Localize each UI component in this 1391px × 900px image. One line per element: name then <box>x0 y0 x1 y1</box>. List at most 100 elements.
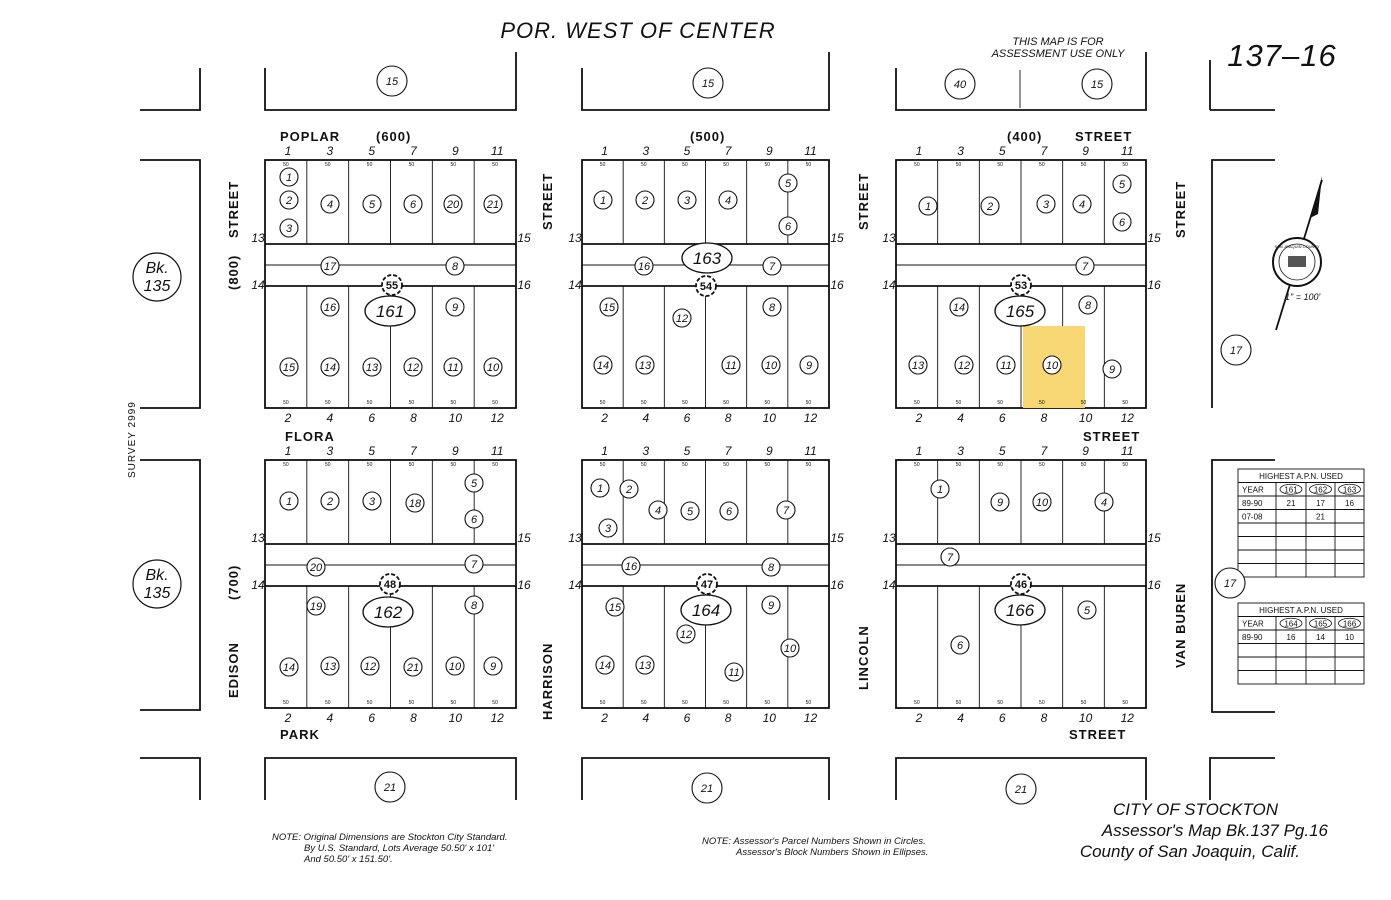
lot-bottom-1-1-4: 10 <box>763 711 777 725</box>
lot-bottom-1-0-3: 8 <box>725 411 732 425</box>
parcel-162-9: 9 <box>490 661 496 673</box>
street-800-number: (800) <box>226 255 241 290</box>
parcel-166-9: 9 <box>997 497 1003 509</box>
apn-table-1-hdr-ellipse-3 <box>1338 483 1361 495</box>
parcel-166-4: 4 <box>1101 497 1107 509</box>
parcel-161-3-circle <box>279 218 299 238</box>
dim-top-2-0-5: 50 <box>1122 162 1128 168</box>
parcel-162-12: 12 <box>364 661 376 673</box>
dim-bot-1-1-2: 50 <box>682 700 688 706</box>
lot-left13-1-0: 13 <box>568 231 582 245</box>
lot-top-2-0-3: 7 <box>1041 144 1049 158</box>
dim-top-0-0-5: 50 <box>492 162 498 168</box>
apn-table-2-hdr-ellipse-3 <box>1338 617 1361 629</box>
parcel-161-5: 5 <box>369 199 376 211</box>
lot-left13-0-0: 13 <box>251 231 265 245</box>
parcel-164-6-circle <box>719 501 739 521</box>
parcel-166-10-circle <box>1032 492 1052 512</box>
parcel-164-13: 13 <box>639 660 652 672</box>
parcel-164-8: 8 <box>768 562 775 574</box>
block-162: 162 <box>374 603 403 622</box>
apn-table-2-hdr-ellipse-2 <box>1309 617 1332 629</box>
lot-bottom-1-0-4: 10 <box>763 411 777 425</box>
dim-top-1-1-2: 50 <box>682 462 688 468</box>
parcel-163-1: 1 <box>600 195 606 207</box>
parcel-165-6: 6 <box>1119 217 1126 229</box>
parcel-161-11: 11 <box>447 362 458 374</box>
street-edison-number: (700) <box>226 565 241 600</box>
parcel-165-8: 8 <box>1085 300 1092 312</box>
lot-bottom-0-1-4: 10 <box>449 711 463 725</box>
parcel-164-7-circle <box>776 500 796 520</box>
footer-line-1: CITY OF STOCKTON <box>1113 800 1279 819</box>
parcel-166-4-circle <box>1094 492 1114 512</box>
street-top-right-label: STREET <box>1075 129 1132 144</box>
parcel-165-14-circle <box>949 297 969 317</box>
lot-right16-0-0: 16 <box>517 278 531 292</box>
block-code-46: 46 <box>1015 579 1027 591</box>
block-164: 164 <box>692 601 720 620</box>
parcel-163-9: 9 <box>806 360 812 372</box>
apn-table-1-cell-1-2: 21 <box>1316 512 1325 521</box>
parcel-163-3-circle <box>677 190 697 210</box>
street-lincoln: LINCOLN <box>856 625 871 690</box>
left-strip-bottom <box>140 459 201 711</box>
parcel-165-5: 5 <box>1119 179 1126 191</box>
dim-top-1-0-3: 50 <box>723 162 729 168</box>
parcel-163-15: 15 <box>603 302 616 314</box>
parcel-165-14: 14 <box>953 302 965 314</box>
lot-top-1-0-4: 9 <box>766 144 773 158</box>
lot-right16-2-0: 16 <box>1147 278 1161 292</box>
lot-top-0-1-5: 11 <box>491 444 503 458</box>
lot-top-2-0-4: 9 <box>1082 144 1089 158</box>
footer-line-3: County of San Joaquin, Calif. <box>1080 842 1300 861</box>
bottom-strip-0 <box>264 757 517 800</box>
dim-bot-0-0-3: 50 <box>409 400 415 406</box>
apn-table-2-hdr-3: 166 <box>1343 619 1357 628</box>
lot-top-0-0-0: 1 <box>285 144 292 158</box>
street-park-right: STREET <box>1069 727 1126 742</box>
parcel-162-6-circle <box>464 509 484 529</box>
lot-right15-2-1: 15 <box>1147 531 1161 545</box>
parcel-162-10-circle <box>445 656 465 676</box>
dim-bot-1-1-3: 50 <box>723 700 729 706</box>
lot-top-0-0-2: 5 <box>368 144 375 158</box>
book-135-bk2-label: Bk. <box>145 567 168 584</box>
dim-top-2-1-4: 50 <box>1081 462 1087 468</box>
dim-bot-2-0-3: 50 <box>1039 400 1045 406</box>
parcel-right-17a-circle <box>1220 334 1252 366</box>
dim-bot-1-0-5: 50 <box>806 400 812 406</box>
lot-top-0-1-2: 5 <box>368 444 375 458</box>
parcel-162-20: 20 <box>309 562 323 574</box>
parcel-162-1-circle <box>279 491 299 511</box>
dim-bot-0-1-0: 50 <box>283 700 289 706</box>
note1-line-2: By U.S. Standard, Lots Average 50.50' x … <box>304 843 495 854</box>
lot-top-0-0-4: 9 <box>452 144 459 158</box>
dim-top-0-1-2: 50 <box>367 462 373 468</box>
parcel-164-2: 2 <box>625 484 632 496</box>
dim-bot-2-0-5: 50 <box>1122 400 1128 406</box>
dim-bot-2-1-4: 50 <box>1081 700 1087 706</box>
parcel-163-2: 2 <box>641 195 648 207</box>
parcel-164-1: 1 <box>597 483 603 495</box>
lot-right16-0-1: 16 <box>517 578 531 592</box>
parcel-163-7: 7 <box>769 261 776 273</box>
parcel-164-4: 4 <box>655 505 661 517</box>
right-strip-bottom <box>1211 459 1275 713</box>
street-poplar: POPLAR <box>280 129 340 144</box>
parcel-161-16-circle <box>320 297 340 317</box>
dim-bot-0-1-1: 50 <box>325 700 331 706</box>
lot-bottom-2-0-1: 4 <box>957 411 964 425</box>
lot-left13-2-0: 13 <box>882 231 896 245</box>
dim-top-2-1-1: 50 <box>956 462 962 468</box>
parcel-163-10-circle <box>761 355 781 375</box>
dim-bot-1-1-1: 50 <box>641 700 647 706</box>
lot-top-1-1-1: 3 <box>642 444 649 458</box>
lot-bottom-2-0-2: 6 <box>999 411 1006 425</box>
parcel-164-9: 9 <box>768 600 774 612</box>
lot-bottom-0-0-5: 12 <box>490 411 504 425</box>
parcel-164-10: 10 <box>784 643 797 655</box>
dim-bot-0-0-5: 50 <box>492 400 498 406</box>
book-135-bk2-number: 135 <box>144 585 171 602</box>
parcel-163-6-circle <box>778 216 798 236</box>
